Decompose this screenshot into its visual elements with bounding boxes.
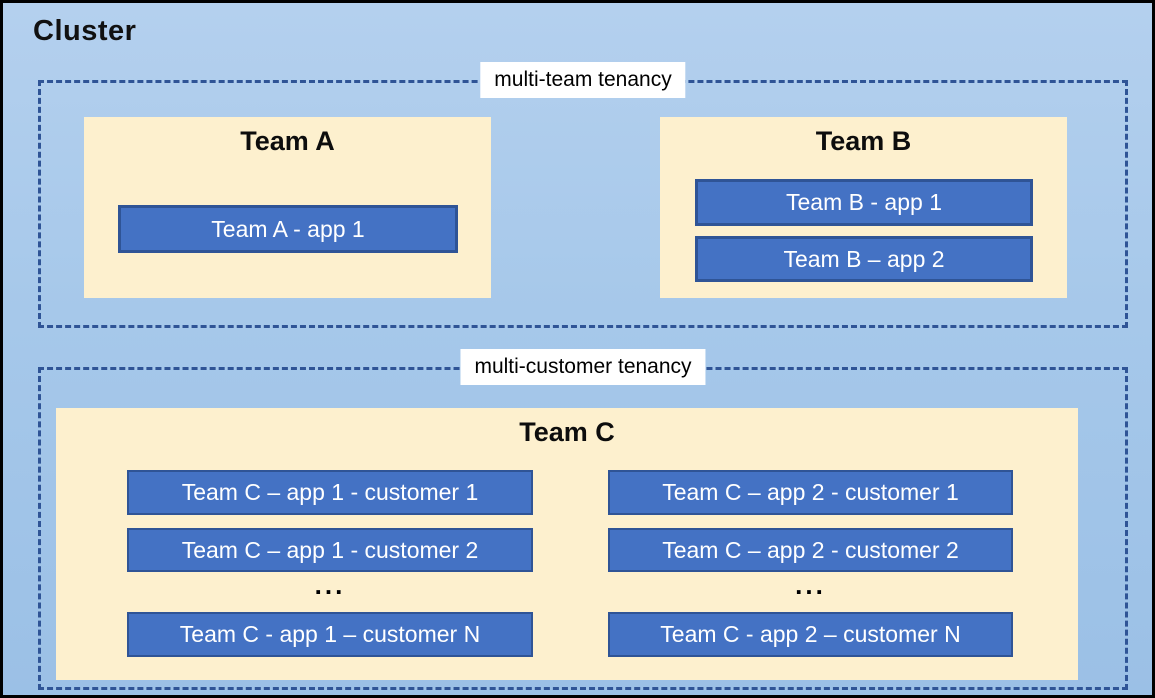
team-c-app1-ellipsis: ... <box>314 570 346 600</box>
multi-customer-tenancy-region: multi-customer tenancy Team C Team C – a… <box>38 349 1128 690</box>
team-c-app1-column: Team C – app 1 - customer 1 Team C – app… <box>127 470 533 657</box>
team-c-app2-customerN: Team C - app 2 – customer N <box>608 612 1013 657</box>
team-c-app1-customer2: Team C – app 1 - customer 2 <box>127 528 533 572</box>
multi-customer-tenancy-label: multi-customer tenancy <box>460 349 706 385</box>
team-c-title: Team C <box>519 417 615 447</box>
team-c-app2-column: Team C – app 2 - customer 1 Team C – app… <box>608 470 1013 657</box>
cluster-title: Cluster <box>33 15 137 47</box>
multi-team-tenancy-region: multi-team tenancy Team A Team A - app 1… <box>38 62 1128 328</box>
team-b-box: Team B Team B - app 1 Team B – app 2 <box>660 117 1067 298</box>
team-c-app2-customer2: Team C – app 2 - customer 2 <box>608 528 1013 572</box>
team-c-app1-customer1: Team C – app 1 - customer 1 <box>127 470 533 515</box>
team-c-app1-customerN: Team C - app 1 – customer N <box>127 612 533 657</box>
team-b-app-2: Team B – app 2 <box>695 236 1033 282</box>
team-c-app2-customer1: Team C – app 2 - customer 1 <box>608 470 1013 515</box>
multi-team-tenancy-label: multi-team tenancy <box>480 62 686 98</box>
team-a-box: Team A Team A - app 1 <box>84 117 491 298</box>
team-b-app-1: Team B - app 1 <box>695 179 1033 226</box>
team-a-title: Team A <box>240 126 335 156</box>
team-c-app2-ellipsis: ... <box>795 570 826 600</box>
team-c-box: Team C Team C – app 1 - customer 1 Team … <box>56 408 1078 680</box>
team-a-app-1: Team A - app 1 <box>118 205 458 253</box>
team-b-title: Team B <box>815 126 912 156</box>
